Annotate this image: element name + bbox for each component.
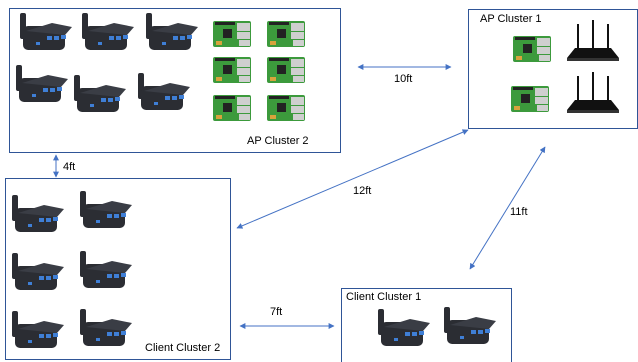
travel-router-icon (12, 253, 64, 290)
travel-router-icon (378, 309, 430, 346)
travel-router-icon (146, 13, 198, 50)
raspberry-pi-icon (213, 95, 251, 121)
travel-router-icon (12, 195, 64, 232)
client-cluster-2-box: Client Cluster 2 (5, 178, 231, 360)
raspberry-pi-icon (267, 21, 305, 47)
link-client2-ap1-distance: 12ft (353, 185, 372, 197)
travel-router-icon (12, 311, 64, 348)
link-ap2-client2-distance: 4ft (63, 161, 76, 173)
travel-router-icon (82, 13, 134, 50)
raspberry-pi-icon (213, 57, 251, 83)
raspberry-pi-icon (267, 57, 305, 83)
client-cluster-2-label: Client Cluster 2 (145, 342, 221, 354)
link-client1-ap1-distance: 11ft (510, 206, 528, 218)
wifi-router-icon (567, 72, 619, 113)
ap-cluster-1-label: AP Cluster 1 (480, 13, 542, 25)
link-client1-ap1-arrow (469, 146, 546, 270)
client-cluster-1-label: Client Cluster 1 (346, 291, 422, 303)
travel-router-icon (138, 73, 190, 110)
travel-router-icon (20, 13, 72, 50)
travel-router-icon (74, 75, 126, 112)
link-client2-client1-distance: 7ft (270, 306, 283, 318)
ap-cluster-2-label: AP Cluster 2 (247, 135, 309, 147)
raspberry-pi-icon (511, 86, 549, 112)
travel-router-icon (444, 307, 496, 344)
client-cluster-1-box: Client Cluster 1 (341, 288, 512, 362)
travel-router-icon (16, 65, 68, 102)
ap-cluster-1-box: AP Cluster 1 (468, 9, 638, 129)
link-ap2-ap1-distance: 10ft (394, 73, 413, 85)
ap-cluster-2-box: AP Cluster 2 (9, 8, 341, 153)
raspberry-pi-icon (267, 95, 305, 121)
travel-router-icon (80, 251, 132, 288)
travel-router-icon (80, 191, 132, 228)
wifi-router-icon (567, 20, 619, 61)
raspberry-pi-icon (213, 21, 251, 47)
raspberry-pi-icon (513, 36, 551, 62)
travel-router-icon (80, 309, 132, 346)
